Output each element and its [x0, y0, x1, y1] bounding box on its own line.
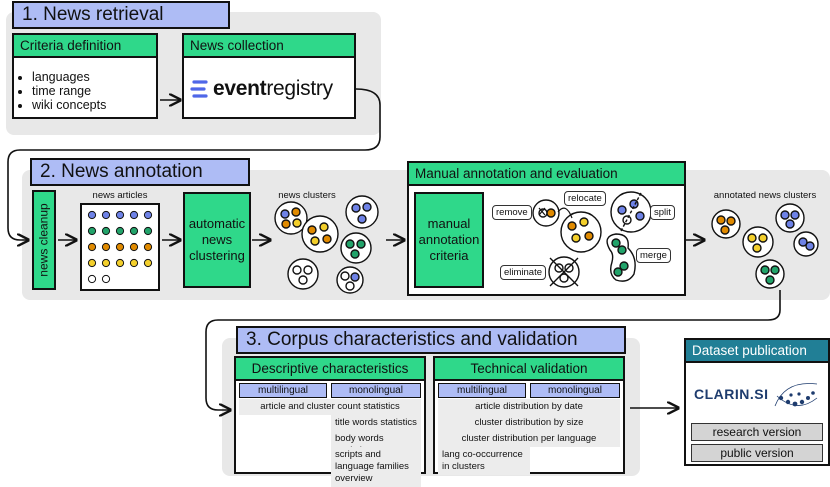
collection-heading: News collection	[184, 35, 354, 58]
logo-text-light: registry	[266, 77, 333, 100]
publication-heading: Dataset publication	[686, 340, 828, 363]
article-dot	[129, 242, 139, 252]
article-dot	[87, 210, 97, 220]
automatic-clustering-box: automatic news clustering	[183, 192, 251, 288]
article-dot	[101, 210, 111, 220]
clarin-logo: CLARIN.SI	[694, 376, 824, 412]
flow-arrows	[7, 88, 781, 476]
stat-item: article distribution by date	[438, 399, 620, 415]
descriptive-heading: Descriptive characteristics	[236, 358, 424, 381]
article-dot	[115, 226, 125, 236]
stat-item: article and cluster count statistics	[239, 399, 421, 415]
manual-heading: Manual annotation and evaluation	[409, 163, 684, 186]
stat-item: cluster distribution per language	[438, 431, 620, 447]
article-dot	[101, 242, 111, 252]
article-dot	[129, 258, 139, 268]
article-dot	[143, 258, 153, 268]
manual-criteria-box: manual annotation criteria	[414, 192, 484, 288]
section-title-annotation: 2. News annotation	[30, 158, 250, 186]
article-dot	[87, 242, 97, 252]
section-title-retrieval: 1. News retrieval	[12, 1, 230, 29]
manual-criteria-label: manual annotation criteria	[418, 216, 480, 263]
article-dot	[115, 258, 125, 268]
article-dot	[143, 226, 153, 236]
annotated-clusters-label: annotated news clusters	[713, 190, 817, 201]
eventregistry-logo-icon	[190, 80, 208, 98]
logo-text-bold: event	[213, 77, 267, 100]
article-dot	[101, 258, 111, 268]
article-dot	[115, 242, 125, 252]
news-cleanup-box: news cleanup	[32, 190, 56, 290]
tag-monolingual: monolingual	[530, 383, 620, 398]
criteria-item: languages	[32, 70, 156, 84]
research-version: research version	[691, 423, 823, 441]
article-dot	[143, 210, 153, 220]
tag-monolingual: monolingual	[331, 383, 421, 398]
article-dot	[87, 226, 97, 236]
tag-multilingual: multilingual	[239, 383, 327, 398]
news-articles-grid	[80, 203, 160, 291]
op-relocate-label: relocate	[564, 191, 606, 206]
article-dot	[129, 210, 139, 220]
clarin-constellation-icon	[774, 383, 817, 407]
article-dot	[101, 274, 111, 284]
stat-item: title words statistics	[331, 415, 421, 431]
criteria-heading: Criteria definition	[14, 35, 156, 58]
annotated-clusters-illustration	[711, 203, 819, 289]
article-dot	[101, 226, 111, 236]
article-dot	[129, 226, 139, 236]
article-dot	[87, 258, 97, 268]
public-version: public version	[691, 444, 823, 462]
article-dot	[115, 210, 125, 220]
criteria-item: time range	[32, 84, 156, 98]
tag-multilingual: multilingual	[438, 383, 526, 398]
clustering-label: automatic news clustering	[188, 216, 246, 263]
op-merge-label: merge	[636, 248, 671, 263]
op-split-label: split	[650, 205, 675, 220]
news-clusters-illustration	[274, 195, 379, 294]
technical-heading: Technical validation	[435, 358, 623, 381]
news-articles-label: news articles	[92, 190, 148, 201]
news-cleanup-label: news cleanup	[37, 203, 52, 277]
clarin-logo-text: CLARIN.SI	[694, 386, 769, 402]
stat-item: lang co-occurrence in clusters	[438, 447, 530, 475]
annotation-operations-illustration	[532, 191, 652, 288]
section-title-corpus: 3. Corpus characteristics and validation	[236, 326, 626, 354]
article-dot	[87, 274, 97, 284]
stat-item: scripts and language families overview	[331, 447, 421, 487]
criteria-item: wiki concepts	[32, 98, 156, 112]
op-remove-label: remove	[492, 205, 532, 220]
criteria-definition-box: Criteria definition languages time range…	[12, 33, 158, 119]
stat-item: cluster distribution by size	[438, 415, 620, 431]
article-dots	[87, 210, 153, 284]
op-eliminate-label: eliminate	[500, 265, 547, 280]
news-clusters-label: news clusters	[278, 190, 336, 201]
article-dot	[143, 242, 153, 252]
